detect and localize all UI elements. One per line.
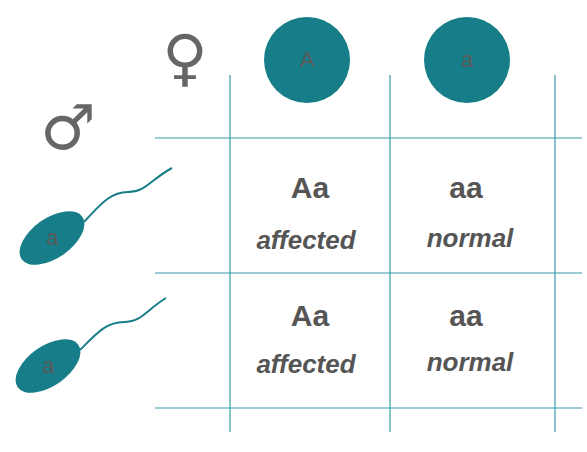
- egg-allele: a: [461, 47, 473, 73]
- egg-allele: A: [300, 47, 315, 73]
- genotype: Aa: [291, 171, 329, 205]
- phenotype: normal: [427, 223, 514, 254]
- male-symbol: ♂: [40, 97, 96, 159]
- egg-cell: A: [263, 16, 351, 104]
- sperm-cell: a: [6, 334, 90, 398]
- egg-cell: a: [423, 16, 511, 104]
- genotype: aa: [449, 299, 482, 333]
- sperm-tail: [80, 168, 172, 350]
- genotype: Aa: [291, 299, 329, 333]
- sperm-allele: a: [46, 225, 58, 251]
- phenotype: normal: [427, 347, 514, 378]
- phenotype: affected: [256, 225, 355, 256]
- sperm-cell: a: [10, 206, 94, 270]
- phenotype: affected: [256, 349, 355, 380]
- sperm-allele: a: [42, 353, 54, 379]
- female-symbol: ♀: [162, 27, 207, 89]
- genotype: aa: [449, 171, 482, 205]
